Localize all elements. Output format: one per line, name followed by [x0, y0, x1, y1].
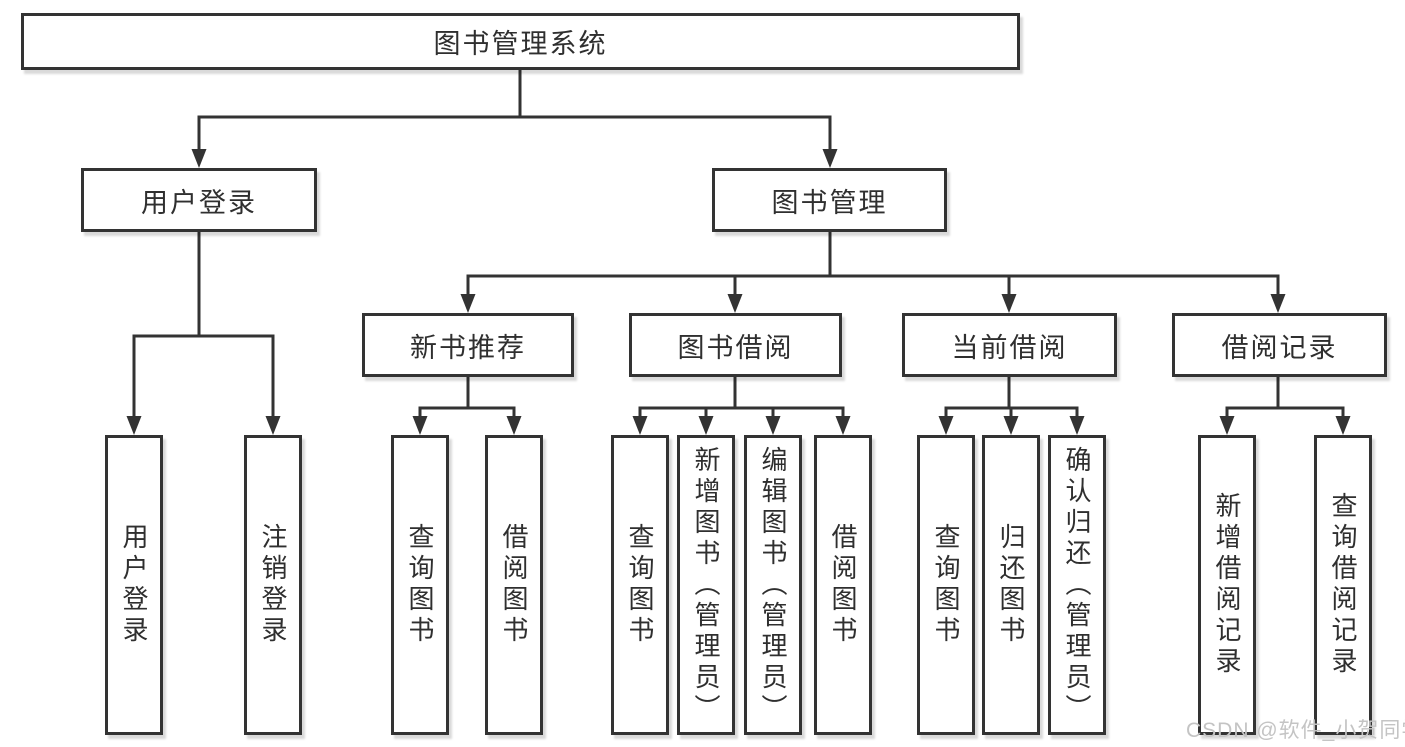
leaf-edit-books-admin: 编辑图书（管理员） — [744, 435, 802, 735]
node-borrowing-records: 借阅记录 — [1172, 313, 1387, 377]
leaf-borrow-books: 借阅图书 — [814, 435, 872, 735]
leaf-query-borrow-record: 查询借阅记录 — [1314, 435, 1372, 735]
leaf-borrow-books-recommend: 借阅图书 — [485, 435, 543, 735]
leaf-user-login: 用户登录 — [105, 435, 163, 735]
node-book-management: 图书管理 — [712, 168, 947, 232]
leaf-query-books-recommend: 查询图书 — [391, 435, 449, 735]
csdn-watermark: CSDN @软件_小贺同学 — [1186, 719, 1405, 742]
node-library-management-system: 图书管理系统 — [21, 13, 1020, 70]
leaf-query-books-current: 查询图书 — [917, 435, 975, 735]
leaf-logout: 注销登录 — [244, 435, 302, 735]
leaf-confirm-return-admin: 确认归还（管理员） — [1048, 435, 1106, 735]
node-new-book-recommend: 新书推荐 — [362, 313, 574, 377]
leaf-query-books-borrowing: 查询图书 — [611, 435, 669, 735]
node-user-login: 用户登录 — [81, 168, 317, 232]
leaf-add-borrow-record: 新增借阅记录 — [1198, 435, 1256, 735]
node-book-borrowing: 图书借阅 — [629, 313, 842, 377]
leaf-return-books: 归还图书 — [982, 435, 1040, 735]
node-current-borrowing: 当前借阅 — [902, 313, 1117, 377]
leaf-add-books-admin: 新增图书（管理员） — [677, 435, 735, 735]
